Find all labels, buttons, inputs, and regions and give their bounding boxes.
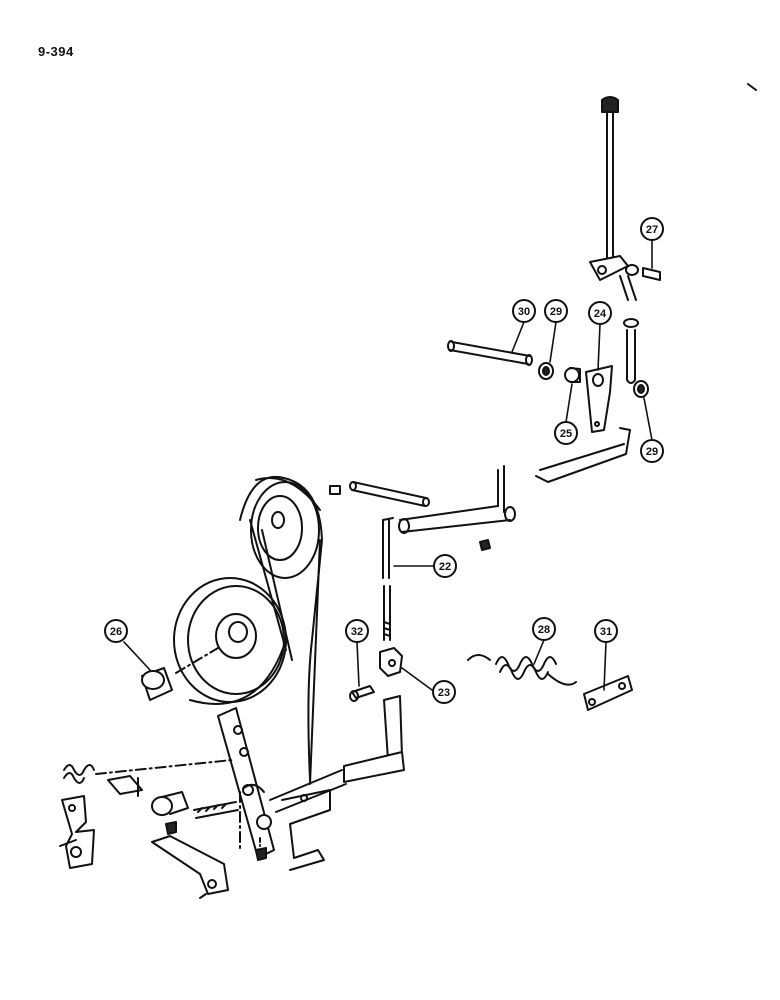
bracket-bottom [151,835,229,899]
cross-shaft [329,465,516,534]
callout-label-25: 25 [560,428,572,440]
corner-mark [747,83,757,91]
callout-32: 32 [345,619,369,643]
callout-29-right: 29 [640,439,664,463]
bolt-left [165,821,177,835]
spring-28 [467,654,577,686]
idler-arm [217,707,275,859]
pin-32 [349,685,375,702]
nut [479,539,491,551]
pin-27 [642,267,661,281]
bracket-small [107,775,143,797]
bushing-25 [564,367,581,383]
callout-label-30: 30 [518,306,530,318]
control-lever-assembly [589,96,661,384]
callout-28: 28 [532,617,556,641]
pivot-bushing [151,791,239,819]
page-number: 9-394 [38,44,74,59]
callout-label-27: 27 [646,224,658,236]
callout-22: 22 [433,554,457,578]
shaft-30 [447,340,533,366]
spring-left [63,759,233,784]
callout-label-26: 26 [110,626,122,638]
bushing-29-right [633,380,649,398]
callouts: 22 23 24 25 26 27 28 29 [104,217,664,704]
callout-label-31: 31 [600,626,612,638]
callout-label-29-left: 29 [550,306,562,318]
link-rod-22 [382,517,394,641]
callout-25: 25 [554,421,578,445]
pedal-linkage [269,695,405,871]
lower-pulley [173,577,287,705]
callout-26: 26 [104,619,128,643]
pin-link [242,784,272,830]
callout-label-22: 22 [439,561,451,573]
plate-31 [583,675,633,711]
bushing-29-left [538,362,554,380]
callout-label-28: 28 [538,624,550,636]
clevis-23 [379,647,403,677]
bolt-right [255,837,267,861]
callout-31: 31 [594,619,618,643]
callout-label-24: 24 [594,308,607,320]
callout-29-left: 29 [544,299,568,323]
callout-label-29-right: 29 [646,446,658,458]
bushing-26 [141,647,219,701]
bracket-left [59,795,95,869]
callout-23: 23 [432,680,456,704]
callout-24: 24 [588,301,612,325]
plate-24 [585,365,613,433]
callout-27: 27 [640,217,664,241]
callout-30: 30 [512,299,536,323]
link-rod [535,427,631,483]
callout-label-32: 32 [351,626,363,638]
drive-belt [239,475,323,785]
leader-lines [123,239,653,691]
callout-label-23: 23 [438,687,450,699]
